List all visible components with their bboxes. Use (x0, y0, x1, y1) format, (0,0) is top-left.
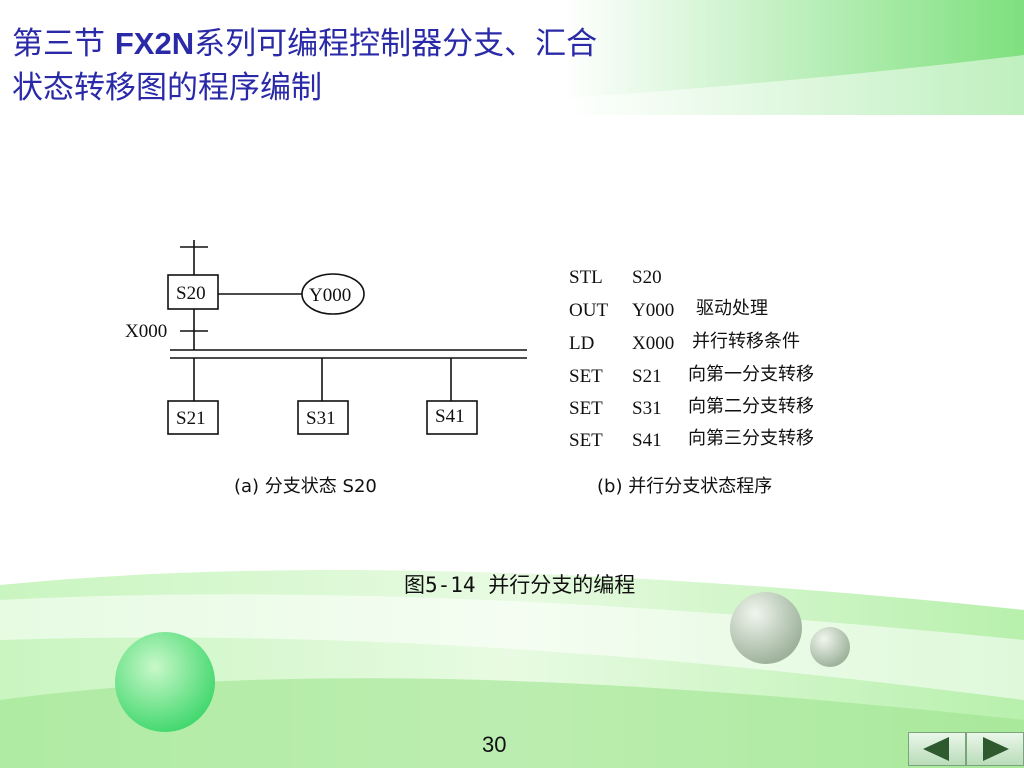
instruction-row: SET S41 向第三分支转移 (569, 428, 814, 451)
sfc-diagram (167, 240, 527, 435)
instruction-row: LD X000 并行转移条件 (569, 331, 800, 354)
instruction-operand: X000 (632, 333, 674, 354)
state-label-s20: S20 (176, 283, 206, 304)
right-triangle-icon (983, 737, 1009, 761)
instruction-row: SET S31 向第二分支转移 (569, 396, 814, 419)
instruction-operand: S41 (632, 430, 662, 451)
bubble-gray-large (730, 592, 802, 664)
prev-slide-button[interactable] (908, 732, 966, 766)
instruction-comment: 并行转移条件 (692, 331, 800, 352)
output-coil-y000 (301, 273, 365, 315)
title-line1-model: FX2N (114, 26, 195, 61)
bubble-gray-small (810, 627, 850, 667)
title-line1-suffix: 系列可编程控制器分支、汇合 (194, 26, 598, 62)
instruction-row: OUT Y000 驱动处理 (569, 298, 768, 321)
output-label-y000: Y000 (309, 285, 351, 306)
caption-b: (b) 并行分支状态程序 (597, 476, 772, 497)
instruction-op: LD (569, 333, 594, 354)
caption-a: (a) 分支状态 S20 (234, 476, 377, 497)
instruction-row: STL S20 (569, 267, 662, 288)
state-box-s20 (167, 274, 219, 310)
page-number: 30 (482, 732, 507, 757)
instruction-comment: 驱动处理 (696, 298, 768, 319)
state-label-s41: S41 (435, 406, 465, 427)
left-triangle-icon (923, 737, 949, 761)
bottom-wave-green (0, 678, 1024, 768)
instruction-op: STL (569, 267, 603, 288)
state-label-s21: S21 (176, 408, 206, 429)
header-wave (0, 0, 1024, 130)
title-line1-prefix: 第三节 (12, 26, 115, 62)
instruction-operand: S31 (632, 398, 662, 419)
figure-caption: 图5-14 并行分支的编程 (404, 573, 636, 597)
instruction-comment: 向第一分支转移 (688, 364, 814, 385)
input-label-x000: X000 (125, 321, 167, 342)
title-line2: 状态转移图的程序编制 (12, 70, 322, 106)
instruction-op: SET (569, 430, 603, 451)
instruction-comment: 向第三分支转移 (688, 428, 814, 449)
instruction-op: SET (569, 398, 603, 419)
instruction-op: SET (569, 366, 603, 387)
bubble-green (115, 632, 215, 732)
state-box-s21 (167, 400, 219, 435)
instruction-comment: 向第二分支转移 (688, 396, 814, 417)
state-box-s31 (297, 400, 349, 435)
instruction-operand: S21 (632, 366, 662, 387)
slide-title: 第三节 FX2N系列可编程控制器分支、汇合 状态转移图的程序编制 (12, 22, 597, 110)
instruction-row: SET S21 向第一分支转移 (569, 364, 814, 387)
instruction-op: OUT (569, 300, 608, 321)
instruction-operand: Y000 (632, 300, 674, 321)
instruction-operand: S20 (632, 267, 662, 288)
next-slide-button[interactable] (966, 732, 1024, 766)
state-box-s41 (426, 400, 478, 435)
instruction-list: STL S20 OUT Y000 驱动处理 LD X000 并行转移条件 SET… (569, 267, 814, 451)
state-label-s31: S31 (306, 408, 336, 429)
